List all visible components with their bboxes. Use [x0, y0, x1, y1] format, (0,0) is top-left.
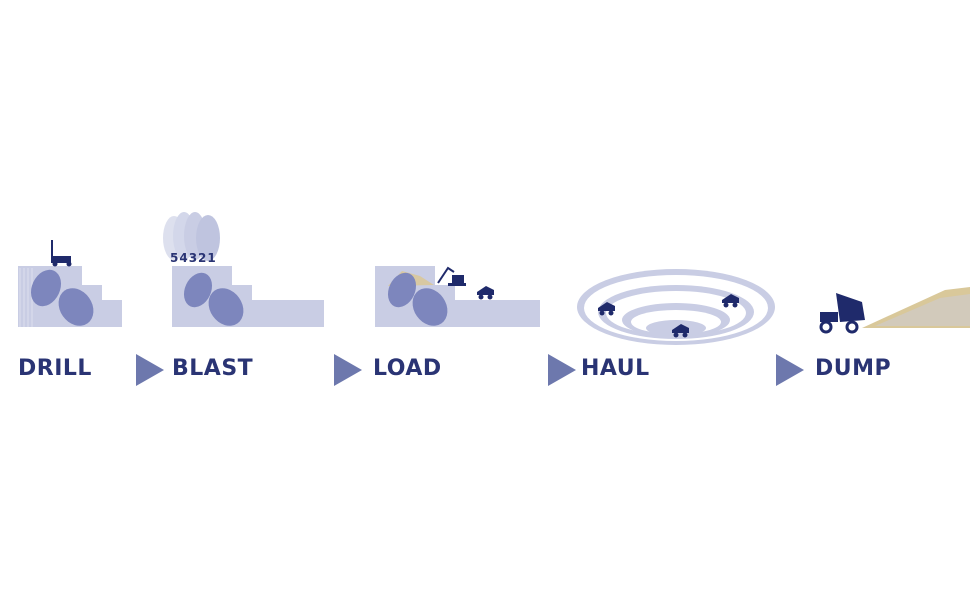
arrow-icon	[334, 354, 362, 386]
haul-truck-icon	[672, 324, 689, 338]
step-label-blast: BLAST	[172, 356, 254, 381]
step-label-haul: HAUL	[581, 356, 650, 381]
haul-truck-icon	[477, 286, 494, 300]
step-label-load: LOAD	[373, 356, 442, 381]
drill-rig-icon	[51, 240, 72, 267]
arrow-icon	[136, 354, 164, 386]
load-illustration	[375, 266, 540, 327]
haul-illustration	[577, 269, 775, 345]
countdown-text: 54321	[170, 251, 217, 265]
step-label-dump: DUMP	[815, 356, 892, 381]
haul-truck-icon	[598, 302, 615, 316]
explosion-cloud-icon	[163, 212, 220, 261]
gravel-pile-icon	[862, 287, 970, 328]
arrow-icon	[776, 354, 804, 386]
blast-illustration	[163, 212, 324, 327]
dump-truck-icon	[819, 293, 865, 334]
excavator-icon	[437, 266, 466, 286]
dump-illustration	[819, 287, 970, 334]
haul-truck-icon	[722, 294, 739, 308]
arrow-icon	[548, 354, 576, 386]
step-label-drill: DRILL	[18, 356, 92, 381]
drill-illustration	[18, 240, 122, 327]
